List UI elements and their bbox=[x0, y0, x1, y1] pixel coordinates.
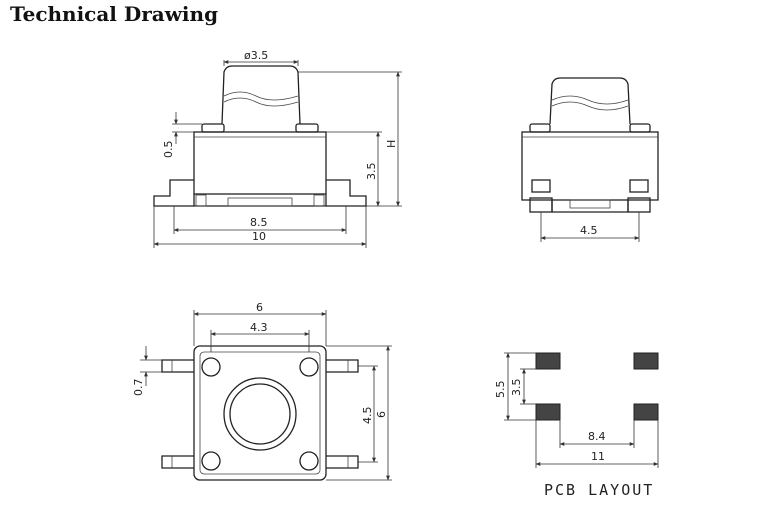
side-lead-right bbox=[326, 179, 367, 207]
pcb-pad-tl bbox=[535, 352, 561, 370]
top-post-bl bbox=[201, 451, 221, 471]
front-nub-right bbox=[629, 123, 651, 133]
side-actuator bbox=[221, 65, 301, 125]
pcb-pad-tr bbox=[633, 352, 659, 370]
top-lead-bl bbox=[161, 455, 194, 469]
top-post-tr bbox=[299, 357, 319, 377]
front-nub-left bbox=[529, 123, 551, 133]
top-view: 6 4.3 0.7 4.5 6 bbox=[132, 301, 392, 481]
side-dim-body-height: 3.5 bbox=[365, 163, 378, 181]
side-nub-right bbox=[295, 123, 319, 133]
pcb-dim-inner-span: 8.4 bbox=[588, 430, 606, 443]
pcb-pad-br bbox=[633, 403, 659, 421]
top-actuator-inner bbox=[229, 383, 291, 445]
pcb-dim-inner-rows: 3.5 bbox=[510, 379, 523, 397]
pcb-layout: 5.5 3.5 8.4 11 PCB LAYOUT bbox=[494, 352, 659, 499]
front-body bbox=[521, 131, 659, 201]
side-dim-total-width: 10 bbox=[252, 230, 266, 243]
top-lead-br bbox=[326, 455, 359, 469]
side-dim-top-step: 0.5 bbox=[162, 141, 175, 159]
top-body bbox=[193, 345, 327, 481]
side-lead-left bbox=[153, 179, 194, 207]
side-dim-cap-diameter: ø3.5 bbox=[244, 49, 268, 62]
side-view: ø3.5 0.5 3.5 H 8.5 10 bbox=[153, 49, 402, 248]
front-actuator bbox=[549, 77, 631, 125]
front-dim-pin-spacing: 4.5 bbox=[580, 224, 598, 237]
front-view: 4.5 bbox=[521, 77, 659, 242]
top-dim-pin-width: 0.7 bbox=[132, 379, 145, 397]
pcb-pad-bl bbox=[535, 403, 561, 421]
side-nub-left bbox=[201, 123, 225, 133]
top-actuator-outer bbox=[223, 377, 297, 451]
side-actuator-wave bbox=[223, 91, 299, 101]
top-dim-body-height: 6 bbox=[375, 411, 388, 418]
front-pin-right bbox=[629, 179, 649, 193]
top-dim-pin-pitch: 4.5 bbox=[361, 407, 374, 425]
top-post-br bbox=[299, 451, 319, 471]
top-dim-body-width: 6 bbox=[256, 301, 263, 314]
pcb-dim-outer-rows: 5.5 bbox=[494, 381, 507, 399]
pcb-dim-outer-span: 11 bbox=[591, 450, 605, 463]
side-dim-body-width: 8.5 bbox=[250, 216, 268, 229]
top-dim-inner-width: 4.3 bbox=[250, 321, 268, 334]
front-pin-left bbox=[531, 179, 551, 193]
page-title: Technical Drawing bbox=[10, 2, 219, 26]
top-lead-tr bbox=[326, 359, 359, 373]
top-post-tl bbox=[201, 357, 221, 377]
pcb-layout-caption: PCB LAYOUT bbox=[544, 481, 654, 499]
side-actuator-wave-2 bbox=[223, 97, 299, 107]
side-dim-total-height: H bbox=[385, 140, 398, 148]
side-base bbox=[193, 194, 327, 207]
top-lead-tl bbox=[161, 359, 194, 373]
side-body bbox=[193, 131, 327, 195]
